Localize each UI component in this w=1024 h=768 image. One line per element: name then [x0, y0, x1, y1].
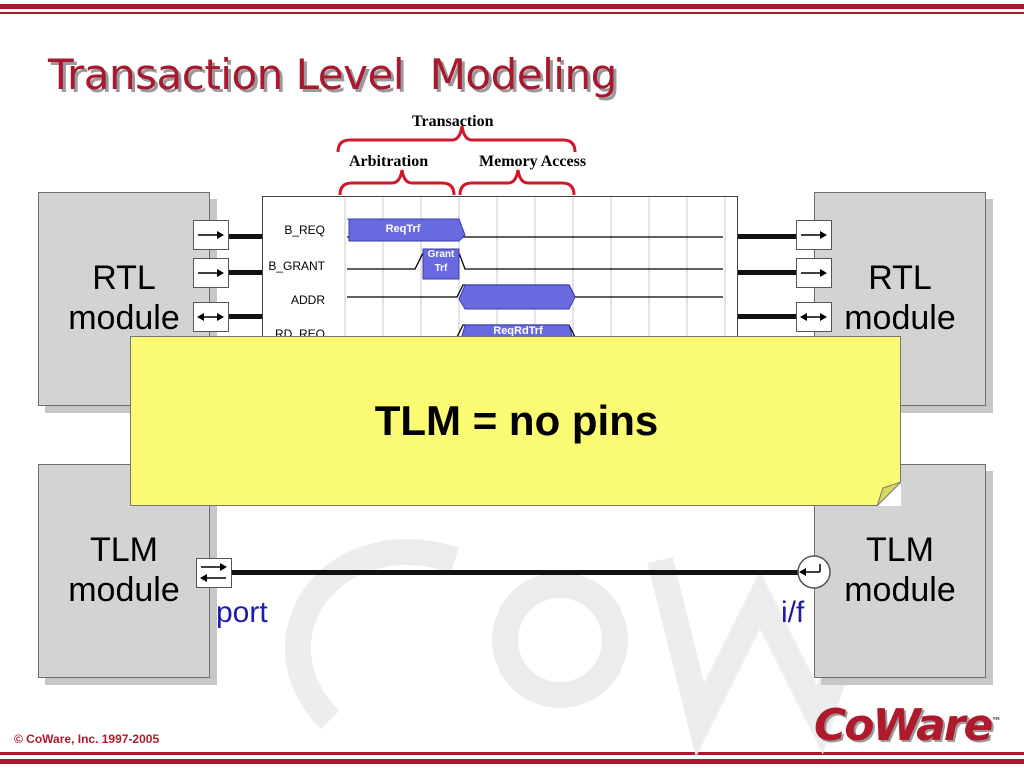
memory-access-brace — [458, 169, 576, 196]
memory-access-label: Memory Access — [479, 153, 587, 170]
top-stripe — [0, 4, 1024, 9]
tlm-module-left-label: TLM module — [68, 531, 180, 609]
pin-connector-left-2 — [193, 258, 229, 288]
slide-title: Transaction Level Modeling — [48, 50, 617, 99]
pin-connector-right-3 — [796, 302, 832, 332]
signal-label-addr: ADDR — [290, 293, 325, 307]
granttrf-label-line2: Trf — [434, 263, 448, 274]
rtl-module-right-label: RTL module — [844, 259, 956, 337]
bottom-stripe — [0, 752, 1024, 755]
addr-pulse — [458, 284, 576, 310]
granttrf-pulse — [422, 248, 460, 280]
pin-connector-right-2 — [796, 258, 832, 288]
transaction-brace — [336, 125, 577, 153]
coware-logo: CoWare™ — [814, 700, 1001, 751]
port-label: port — [216, 596, 268, 629]
top-stripe-thin — [0, 12, 1024, 14]
note-text: TLM = no pins — [374, 397, 659, 444]
timing-diagram: B_REQ B_GRANT ADDR RD_REQ ReqTrf Grant T… — [262, 196, 738, 346]
bottom-stripe-thin — [0, 759, 1024, 764]
tlm-port-connector — [196, 558, 232, 588]
wire-breq-right — [736, 234, 798, 239]
signal-label-breq: B_REQ — [284, 223, 325, 237]
interface-label: i/f — [781, 596, 805, 629]
wire-addr-left — [228, 314, 264, 319]
arbitration-label: Arbitration — [349, 153, 429, 170]
wire-bgrant-left — [228, 270, 264, 275]
pin-connector-right-1 — [796, 220, 832, 250]
granttrf-label-line1: Grant — [427, 249, 455, 260]
tlm-interface-icon — [797, 555, 831, 589]
signal-label-bgrant: B_GRANT — [268, 259, 325, 273]
pin-connector-left-3 — [193, 302, 229, 332]
copyright-footer: © CoWare, Inc. 1997-2005 — [14, 732, 160, 746]
pin-connector-left-1 — [193, 220, 229, 250]
tlm-channel-wire — [230, 570, 802, 575]
brace-diagram — [336, 125, 577, 196]
logo-trademark: ™ — [991, 716, 1001, 728]
transaction-label: Transaction — [412, 113, 494, 130]
reqtrf-label: ReqTrf — [385, 223, 421, 235]
tlm-module-right-label: TLM module — [844, 531, 956, 609]
rtl-module-left-label: RTL module — [68, 259, 180, 337]
reqrdtrf-label: ReqRdTrf — [493, 325, 543, 337]
wire-breq-left — [228, 234, 264, 239]
arbitration-brace — [338, 169, 456, 196]
logo-text: CoWare — [814, 700, 993, 751]
wire-addr-right — [736, 314, 798, 319]
wire-bgrant-right — [736, 270, 798, 275]
reqtrf-pulse — [347, 218, 466, 242]
tlm-no-pins-note: TLM = no pins — [130, 336, 901, 506]
